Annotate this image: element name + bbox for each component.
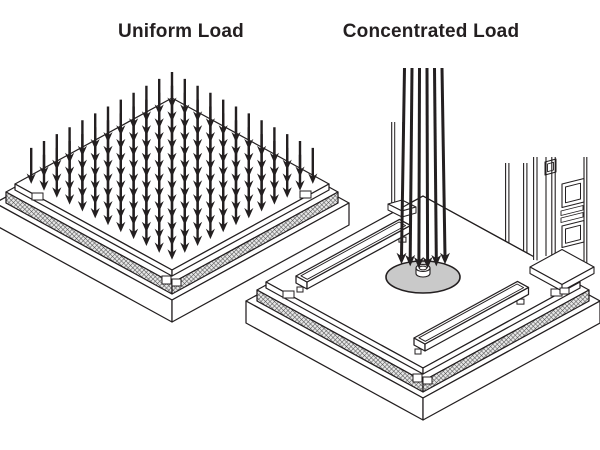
plate-back-edge-overdraw	[402, 195, 531, 256]
uniform-load-title: Uniform Load	[118, 21, 244, 42]
bolt-fitting	[415, 263, 431, 278]
concentrated-load-arrows	[396, 67, 450, 269]
plate-rails	[295, 218, 530, 355]
uniform-load-arrow-field	[26, 72, 318, 260]
uniform-load-figure	[0, 72, 350, 323]
concentrated-load-title: Concentrated Load	[342, 21, 520, 42]
frame-column	[533, 157, 588, 267]
frame-rear-rods	[505, 163, 528, 254]
concentrated-load-figure	[245, 67, 600, 421]
column-base-plinth	[529, 248, 595, 295]
